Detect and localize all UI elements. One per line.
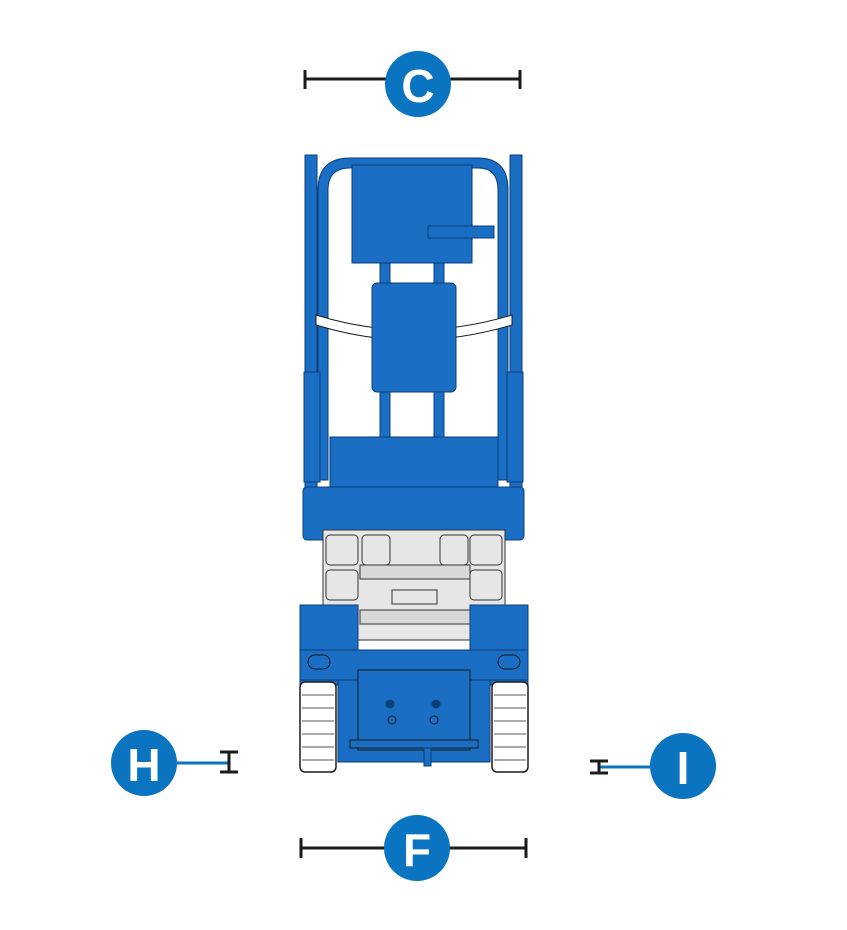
callout-c [385,51,451,117]
callout-h-label: H [127,739,160,791]
control-box-handle [427,225,495,239]
platform-post [379,391,391,438]
dimension-h [220,750,238,774]
control-box-post [379,262,391,286]
right-wheel [491,681,529,773]
platform-post [433,391,445,438]
callout-f-label: F [403,824,431,876]
callout-c-label: C [401,60,434,112]
platform-floor [329,436,499,490]
base-chassis [299,604,529,767]
platform-guardrail [303,154,524,491]
dimension-i [590,759,608,775]
control-box [351,164,473,264]
callout-h [111,730,177,796]
callout-i [650,733,716,799]
callout-i-label: I [677,742,690,794]
left-wheel [299,681,337,773]
platform-panel [371,282,457,393]
control-box-post [433,262,445,286]
callout-f [384,815,450,881]
